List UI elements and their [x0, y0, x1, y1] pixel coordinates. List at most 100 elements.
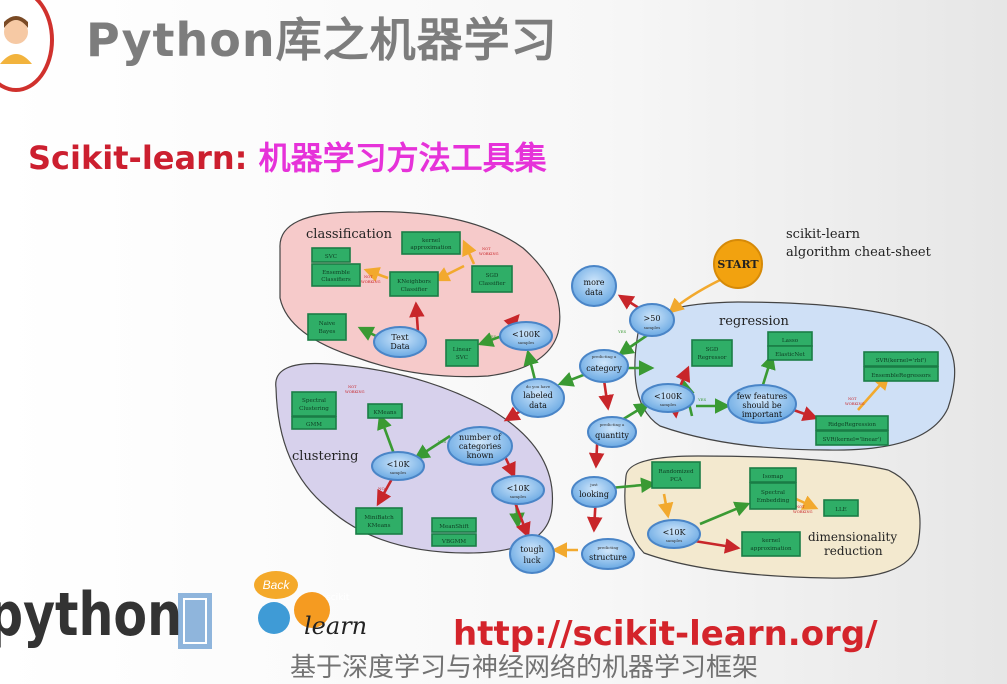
svg-text:Spectral: Spectral: [302, 398, 326, 404]
box-randomized-pca: [651, 461, 701, 489]
svg-text:samples: samples: [390, 470, 407, 475]
box-ensemble-classifiers: [311, 263, 361, 287]
box-spectral-clustering: [291, 391, 337, 417]
box-ensemble-regressors: [863, 366, 939, 382]
svg-text:just: just: [589, 482, 598, 487]
svg-text:SGD: SGD: [486, 273, 499, 279]
svg-text:VBGMM: VBGMM: [441, 539, 466, 545]
node-looking-label: looking: [579, 490, 609, 499]
node-lt10k-dim-label: <10K: [663, 528, 687, 537]
svg-text:scikit: scikit: [326, 593, 350, 603]
cheatsheet-heading-1: scikit-learn: [786, 227, 861, 242]
svg-text:samples: samples: [660, 402, 677, 407]
svg-text:Classifier: Classifier: [401, 287, 428, 293]
node-few-l2: should be: [742, 401, 782, 410]
box-vbgmm: [431, 533, 477, 547]
svg-text:samples: samples: [510, 494, 527, 499]
svg-text:samples: samples: [518, 340, 535, 345]
svg-text:samples: samples: [644, 325, 661, 330]
svg-text:KMeans: KMeans: [367, 523, 390, 529]
svg-text:samples: samples: [666, 538, 683, 543]
svg-text:NOT: NOT: [364, 275, 373, 279]
box-kmeans: [367, 403, 403, 419]
svg-text:WORKING: WORKING: [345, 390, 365, 394]
box-svr-linear: [815, 430, 889, 446]
svg-text:NOT: NOT: [482, 247, 491, 251]
box-meanshift: [431, 517, 477, 533]
back-button[interactable]: Back: [254, 571, 298, 599]
node-more-data-l1: more: [584, 278, 605, 287]
svg-text:YES: YES: [487, 334, 497, 339]
svg-text:Lasso: Lasso: [782, 338, 799, 344]
svg-text:predicting a: predicting a: [592, 354, 617, 359]
region-label-regression: regression: [719, 314, 789, 329]
subtitle-description: 机器学习方法工具集: [258, 139, 547, 177]
box-sgd-classifier: [471, 265, 513, 293]
avatar: [0, 0, 54, 92]
region-regression: [634, 301, 956, 451]
node-lt10k-dim: [647, 519, 701, 549]
node-category: [579, 349, 629, 383]
svg-text:Embedding: Embedding: [757, 498, 790, 504]
node-labeled-l1: labeled: [523, 391, 553, 400]
cheat-sheet-diagram: classification clustering regression dim…: [275, 211, 956, 579]
svg-text:Bayes: Bayes: [319, 329, 336, 335]
start-label: START: [717, 258, 759, 271]
box-kernel-approx-dim: [741, 531, 801, 557]
node-gt50-label: >50: [644, 314, 661, 323]
svg-text:predicting: predicting: [598, 545, 619, 550]
svg-text:kernel: kernel: [422, 238, 440, 244]
svg-text:ElasticNet: ElasticNet: [775, 352, 805, 358]
node-text-l1: Text: [391, 333, 409, 342]
svg-text:NO: NO: [626, 296, 634, 301]
node-quantity: [587, 416, 637, 448]
svg-text:NOT: NOT: [796, 505, 805, 509]
svg-text:WORKING: WORKING: [793, 510, 813, 514]
node-few-features: [727, 384, 797, 424]
node-text-l2: Data: [390, 342, 409, 351]
box-svc: [311, 247, 351, 263]
svg-text:KNeighbors: KNeighbors: [397, 279, 431, 285]
cheatsheet-heading-2: algorithm cheat-sheet: [786, 245, 932, 260]
svg-text:Spectral: Spectral: [761, 490, 785, 496]
svg-text:Classifier: Classifier: [479, 281, 506, 287]
svg-text:python: python: [0, 580, 182, 650]
svg-text:RidgeRegression: RidgeRegression: [828, 422, 876, 428]
node-numcat-l2: categories: [459, 442, 501, 451]
svg-text:SVR(kernel='linear'): SVR(kernel='linear'): [823, 436, 882, 443]
svg-text:learn: learn: [304, 612, 367, 640]
start-node: [713, 239, 763, 289]
node-lt10k-cluster2: [491, 475, 545, 505]
box-sgd-regressor: [691, 339, 733, 367]
node-lt100k-class: [499, 321, 553, 351]
node-tough-l1: tough: [520, 545, 543, 554]
box-lle: [823, 499, 859, 517]
box-kneighbors: [389, 271, 439, 297]
website-link[interactable]: http://scikit-learn.org/: [453, 614, 878, 654]
svg-text:SVC: SVC: [325, 254, 337, 260]
svg-text:SVC: SVC: [456, 355, 468, 361]
node-lt100k-reg: [641, 383, 695, 413]
box-minibatch-kmeans: [355, 507, 403, 535]
node-text-data: [373, 326, 427, 358]
svg-text:NOT: NOT: [848, 397, 857, 401]
svg-text:Linear: Linear: [453, 347, 472, 353]
svg-text:SGD: SGD: [706, 347, 719, 353]
svg-text:Classifiers: Classifiers: [321, 277, 351, 283]
svg-text:Ensemble: Ensemble: [322, 270, 351, 276]
box-ridge: [815, 415, 889, 431]
svg-text:NO: NO: [378, 486, 386, 491]
region-label-dim-2: reduction: [824, 544, 883, 558]
box-elasticnet: [767, 345, 813, 361]
svg-text:WORKING: WORKING: [479, 252, 499, 256]
node-tough-luck: [509, 534, 555, 574]
node-num-categories: [447, 426, 513, 466]
svg-text:NO: NO: [680, 376, 688, 381]
python-logo: python: [0, 580, 212, 650]
svg-text:MeanShift: MeanShift: [439, 524, 469, 530]
svg-text:Regressor: Regressor: [698, 355, 727, 361]
node-lt10k-cluster: [371, 451, 425, 481]
node-quantity-label: quantity: [595, 431, 629, 440]
bottom-caption: 基于深度学习与神经网络的机器学习框架: [290, 653, 759, 683]
svg-text:Clustering: Clustering: [299, 406, 329, 412]
